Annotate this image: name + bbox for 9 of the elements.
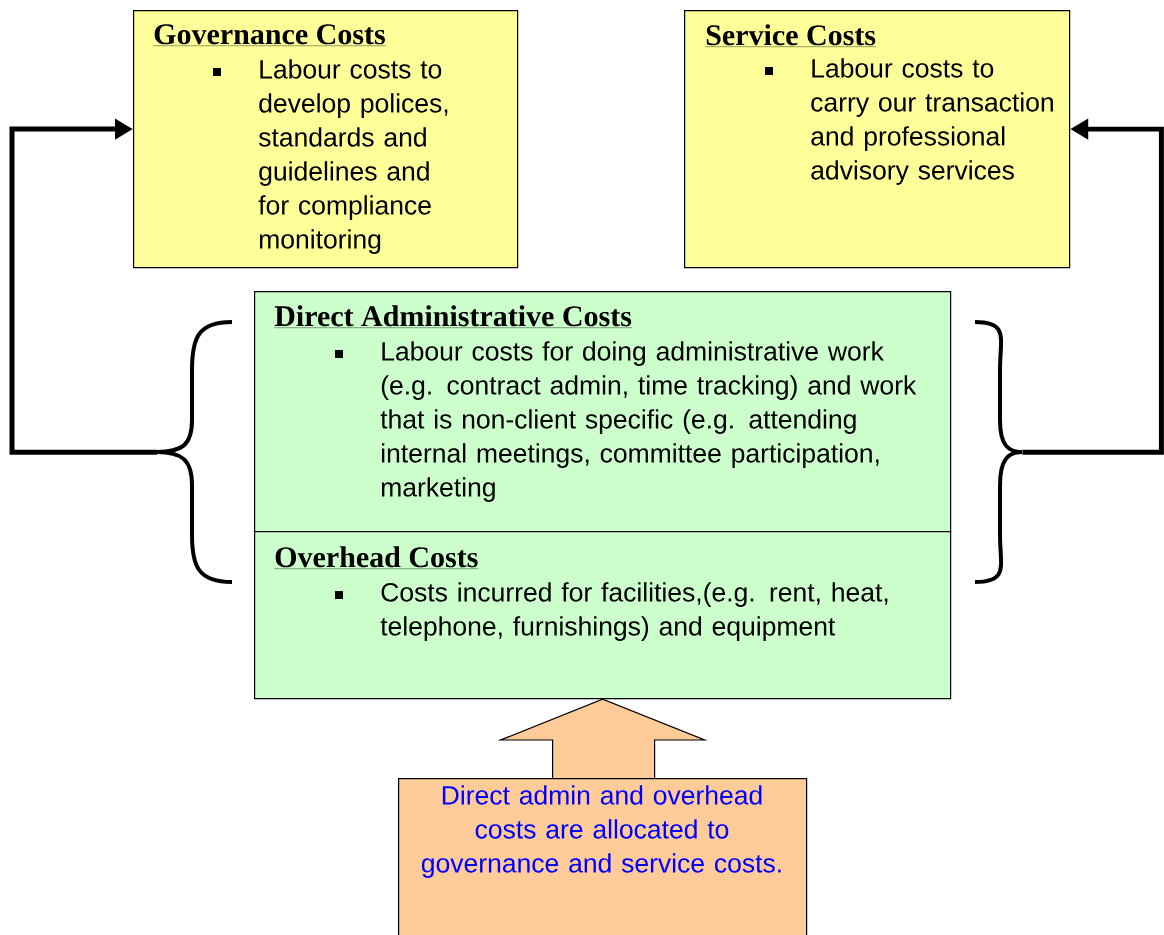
text-box: Service Costs Labour costs to carry our transaction and professional advisory services xyxy=(684,10,1071,269)
block-arrow xyxy=(497,698,708,779)
text-box: Governance Costs Labour costs to develop polices, standards and guidelines and for compliance monitoring xyxy=(133,10,519,269)
text-box: Direct admin and overhead costs are allocated to governance and service costs. xyxy=(398,778,808,935)
arrow xyxy=(9,118,157,455)
curly-brace xyxy=(974,320,1024,584)
text-box: Overhead Costs Costs incurred for facilities,(e.g. rent, heat, telephone, furnishings) and equipment xyxy=(254,531,952,700)
curly-brace xyxy=(155,320,233,584)
text-box: Direct Administrative Costs Labour costs for doing administrative work (e.g. contract admin, time tracking) and work that is non-client specific (e.g. attending internal meetings, committee participation, marketing xyxy=(254,291,952,533)
